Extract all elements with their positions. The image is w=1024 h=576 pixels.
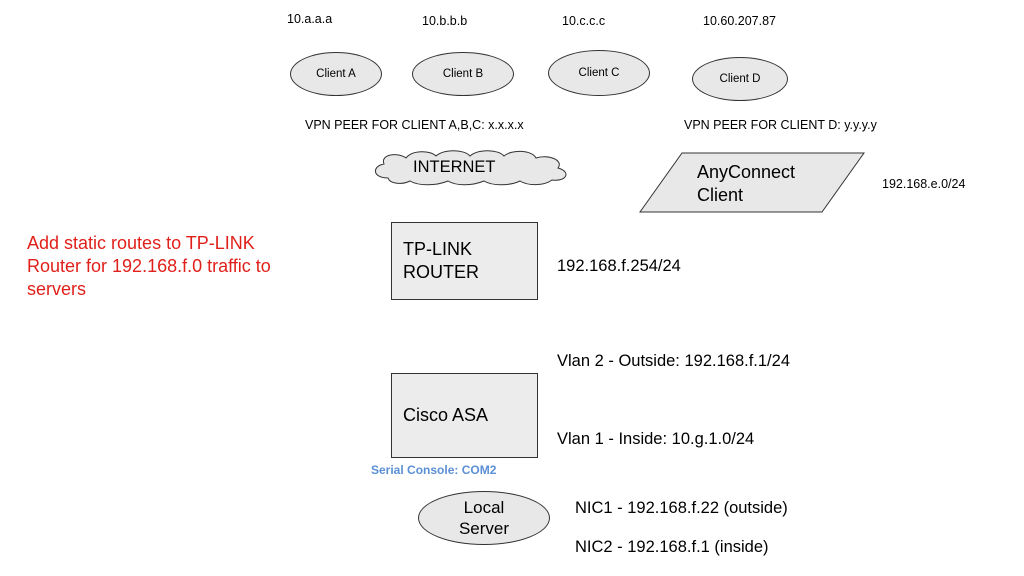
server-nic1: NIC1 - 192.168.f.22 (outside): [575, 499, 788, 517]
tplink-line2: ROUTER: [403, 262, 479, 282]
anyconnect-label: AnyConnect Client: [697, 161, 795, 207]
note-line1: Add static routes to TP-LINK: [27, 233, 255, 253]
asa-outside-label: Vlan 2 - Outside: 192.168.f.1/24: [557, 352, 790, 370]
client-d-ip: 10.60.207.87: [703, 14, 776, 28]
tplink-router-node: TP-LINK ROUTER: [391, 222, 538, 300]
server-nic2: NIC2 - 192.168.f.1 (inside): [575, 538, 769, 556]
client-d-label: Client D: [719, 73, 761, 85]
static-routes-note: Add static routes to TP-LINK Router for …: [27, 232, 271, 301]
client-a-label: Client A: [316, 68, 356, 80]
note-line2: Router for 192.168.f.0 traffic to: [27, 256, 271, 276]
client-b-node: Client B: [412, 52, 514, 96]
server-line1: Local: [463, 498, 505, 517]
client-c-ip: 10.c.c.c: [562, 14, 606, 28]
anyconnect-line2: Client: [697, 185, 744, 205]
client-a-node: Client A: [290, 52, 382, 96]
client-c-node: Client C: [548, 50, 650, 96]
client-b-label: Client B: [442, 68, 484, 80]
local-server-node: Local Server: [418, 491, 550, 545]
asa-label: Cisco ASA: [403, 405, 489, 425]
server-line2: Server: [458, 519, 510, 538]
cisco-asa-node: Cisco ASA: [391, 373, 538, 458]
anyconnect-subnet: 192.168.e.0/24: [882, 177, 966, 191]
anyconnect-shape: [639, 152, 865, 213]
note-line3: servers: [27, 279, 87, 299]
tplink-ip: 192.168.f.254/24: [557, 257, 681, 275]
tplink-line1: TP-LINK: [403, 239, 473, 259]
cloud-icon: [375, 150, 567, 186]
anyconnect-line1: AnyConnect: [697, 162, 796, 182]
serial-console-label: Serial Console: COM2: [371, 463, 497, 477]
client-d-node: Client D: [692, 57, 788, 101]
vpn-peer-d-label: VPN PEER FOR CLIENT D: y.y.y.y: [684, 118, 877, 132]
client-c-label: Client C: [578, 67, 620, 79]
client-a-ip: 10.a.a.a: [287, 12, 333, 26]
asa-inside-label: Vlan 1 - Inside: 10.g.1.0/24: [557, 430, 755, 448]
vpn-peer-abc-label: VPN PEER FOR CLIENT A,B,C: x.x.x.x: [305, 118, 524, 132]
internet-label: INTERNET: [413, 158, 496, 176]
client-b-ip: 10.b.b.b: [422, 14, 468, 28]
